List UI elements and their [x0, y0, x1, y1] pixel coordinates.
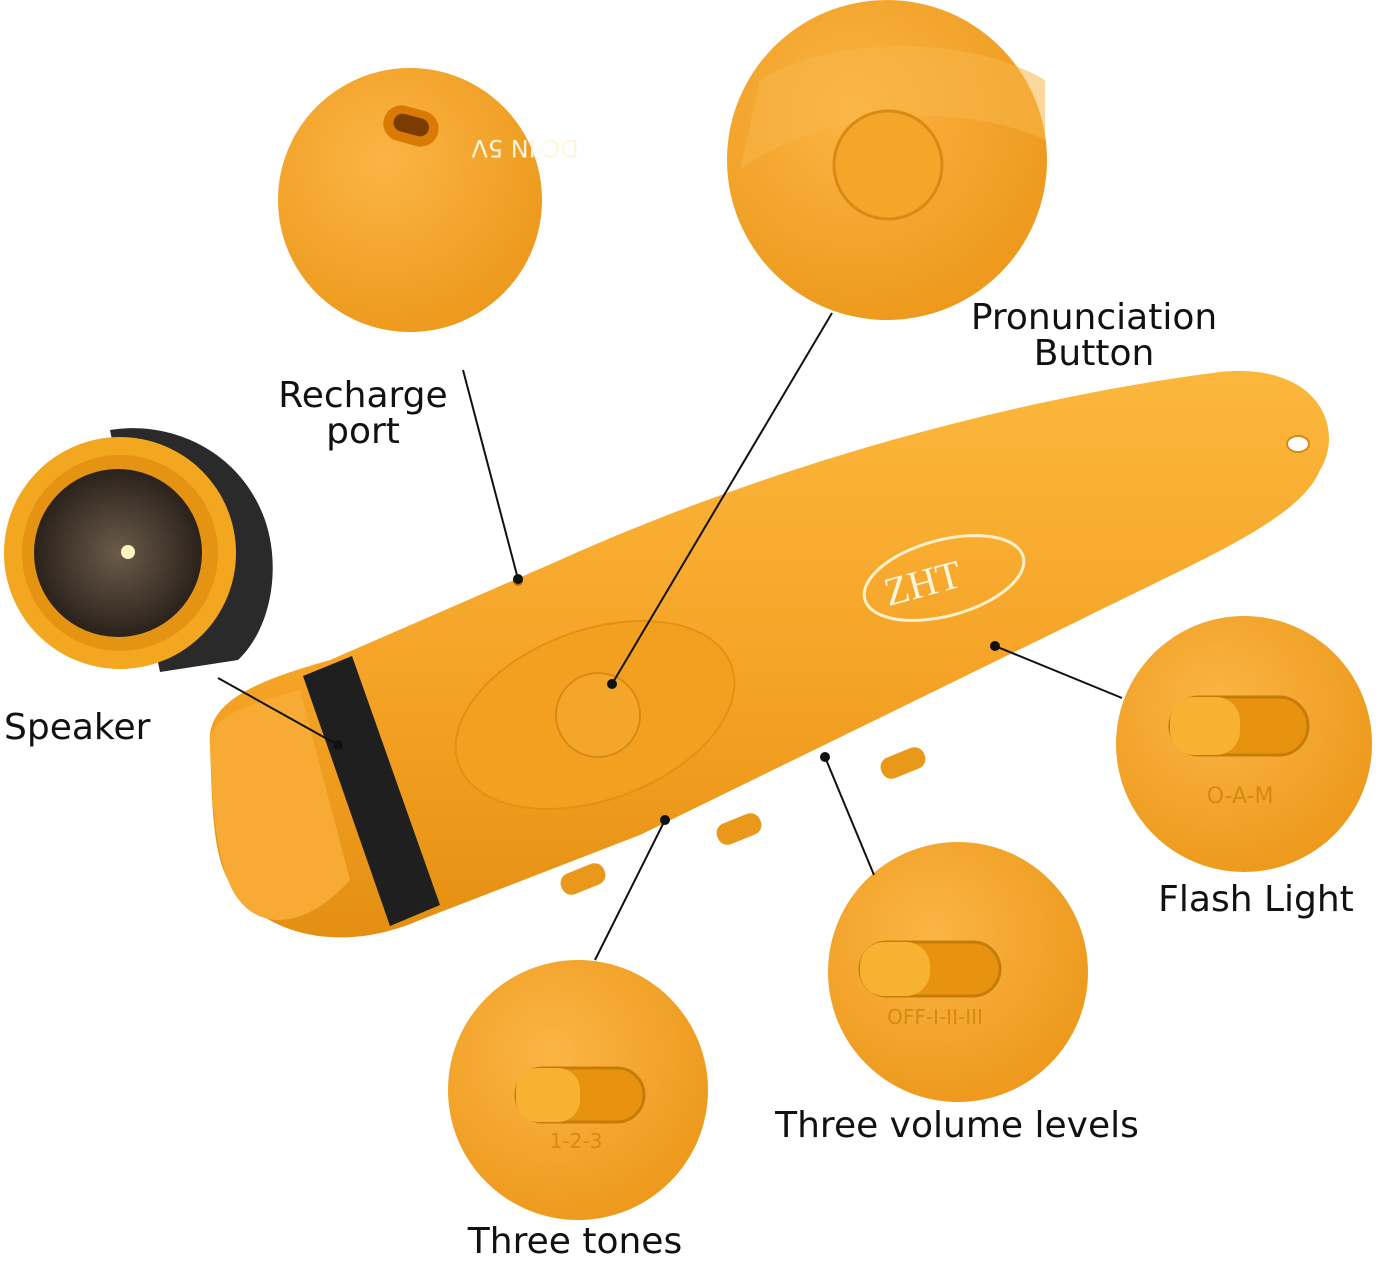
speaker-cone — [34, 469, 202, 637]
port-marking: DC IN 5V — [471, 134, 579, 162]
label-recharge-port-line1: Recharge — [278, 375, 448, 416]
whistle-body: ZHT — [209, 371, 1330, 938]
leader-lines — [217, 312, 1123, 961]
flash-light-detail: O-A-M — [1116, 616, 1372, 872]
label-speaker-line1: Speaker — [4, 707, 151, 748]
label-three-tones: Three tones — [462, 1224, 688, 1260]
logo-oval — [862, 534, 1026, 622]
label-volume-line1: Three volume levels — [775, 1105, 1139, 1146]
recharge-port-detail: DC IN 5V — [278, 68, 579, 332]
label-flash-light-line1: Flash Light — [1158, 879, 1354, 920]
speaker-detail — [4, 428, 273, 672]
leader-volume — [824, 756, 875, 876]
leader-tones — [594, 819, 666, 961]
body-switch-1 — [560, 863, 606, 895]
label-speaker: Speaker — [4, 710, 154, 746]
flash-switch-marking: O-A-M — [1207, 784, 1274, 809]
label-pronunciation-button: Pronunciation Button — [960, 300, 1228, 372]
label-three-volume-levels: Three volume levels — [770, 1108, 1144, 1144]
label-recharge-port: Recharge port — [272, 378, 454, 450]
body-switch-2 — [716, 813, 762, 845]
pronunciation-button-detail — [727, 0, 1047, 320]
lanyard-hole — [1286, 435, 1310, 453]
leader-pronunciation — [611, 312, 833, 685]
body-switch-3 — [880, 747, 926, 779]
volume-switch-marking: OFF-I-II-III — [887, 1005, 983, 1029]
speaker-center — [121, 545, 135, 559]
black-band — [303, 656, 440, 926]
label-pronunciation-line1: Pronunciation — [970, 297, 1218, 338]
pronunciation-button-knob — [555, 672, 641, 758]
label-recharge-port-line2: port — [326, 411, 400, 452]
speaker-end-cap — [209, 690, 350, 920]
tone-switch-marking: 1-2-3 — [550, 1129, 603, 1153]
label-flash-light: Flash Light — [1150, 882, 1362, 918]
leader-speaker — [217, 677, 339, 746]
leader-dots — [333, 574, 1000, 825]
label-tones-line1: Three tones — [467, 1221, 683, 1262]
button-closeup — [832, 109, 944, 221]
leader-recharge — [462, 369, 519, 580]
label-pronunciation-line2: Button — [1033, 333, 1155, 374]
volume-detail: OFF-I-II-III — [828, 842, 1088, 1102]
leader-flash — [994, 645, 1123, 699]
tones-detail: 1-2-3 — [448, 960, 708, 1220]
